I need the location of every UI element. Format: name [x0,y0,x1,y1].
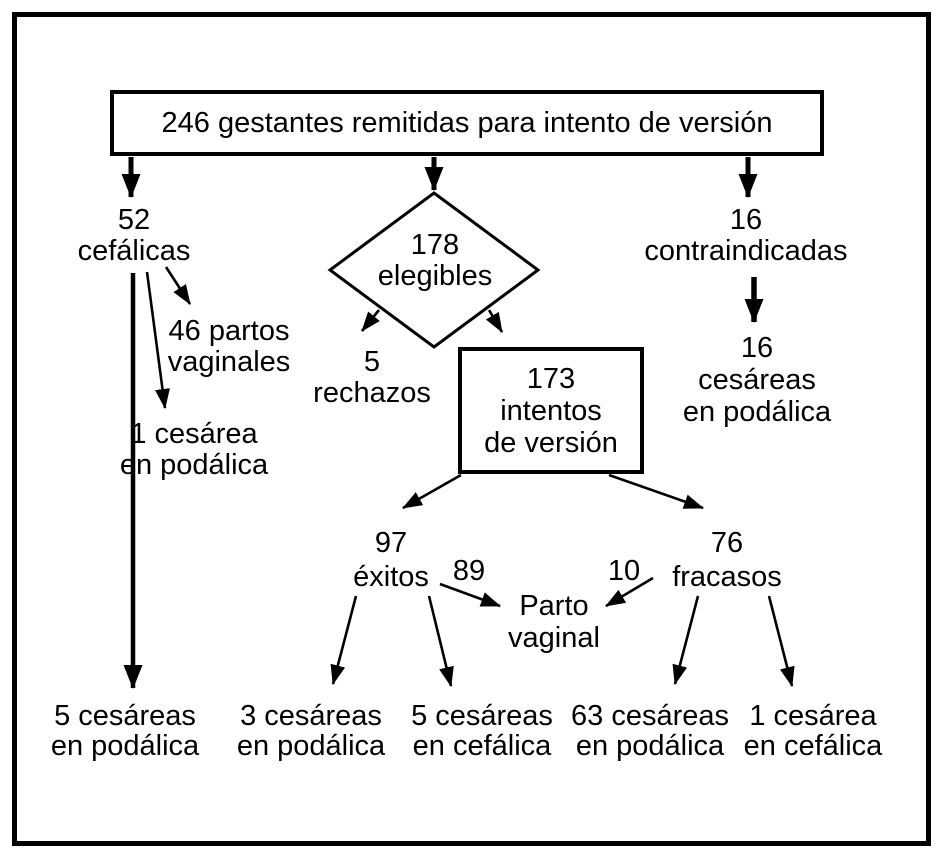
node-line: Parto [519,590,589,622]
node-line: éxitos [353,561,429,593]
root-box-label: 246 gestantes remitidas para intento de … [161,107,773,139]
arrow-fracasos-to-parto-vaginal [605,576,654,608]
intentos-box: 173 intentos de versión [458,347,644,474]
arrow-exitos-to-cesareas-cefalica [427,595,454,687]
node-cesareas-podalica-5: 5 cesáreas en podálica [51,701,199,761]
root-box: 246 gestantes remitidas para intento de … [110,90,824,156]
node-line: 1 cesárea [749,700,877,732]
decision-diamond-elegibles [327,191,541,349]
label-89: 89 [453,556,485,587]
node-exitos: 97 éxitos [353,526,429,594]
node-line: en cefálica [412,730,552,762]
node-line: en podálica [50,730,200,762]
node-line: en podálica [236,730,386,762]
arrow-exitos-to-cesareas-podalica [330,595,358,685]
node-line: 16 [740,332,774,364]
node-line: 89 [452,555,486,587]
node-cesareas-cefalica-5: 5 cesáreas en cefálica [411,701,553,761]
node-line: elegibles [377,260,493,292]
node-line: 76 [710,527,744,559]
node-line: de versión [484,426,618,459]
node-partos-vaginales: 46 partos vaginales [168,316,291,378]
arrow-intentos-to-exitos [402,473,462,510]
node-contraindicadas: 16 contraindicadas [644,205,847,267]
node-line: en cefálica [743,730,883,762]
node-line: vaginales [167,346,291,378]
node-cefalicas: 52 cefálicas [78,205,191,267]
node-line: 63 cesáreas [571,700,729,732]
node-line: 5 cesáreas [411,700,553,732]
node-elegibles: 178 elegibles [378,230,492,292]
node-line: fracasos [672,561,782,593]
arrow-intentos-to-fracasos [608,473,704,510]
node-line: cefálicas [77,235,191,267]
node-line: 46 partos [168,315,290,347]
label-10: 10 [608,556,640,587]
node-line: 173 [526,362,576,395]
arrow-fracasos-to-cesarea-cefalica [767,595,795,687]
arrow-fracasos-to-cesareas-podalica [672,595,700,685]
node-line: 5 [363,346,381,378]
arrow-cefalicas-to-partos-vaginales [164,266,192,305]
node-cesarea-cefalica-1: 1 cesárea en cefálica [744,701,883,761]
node-line: 16 [729,204,763,236]
node-parto-vaginal: Parto vaginal [508,590,600,654]
node-fracasos: 76 fracasos [672,526,782,594]
node-rechazos: 5 rechazos [313,347,431,409]
node-line: vaginal [508,622,600,654]
node-line: 10 [607,555,641,587]
node-line: en podálica [119,449,269,481]
node-line: 178 [410,229,460,261]
node-line: 52 [117,204,151,236]
node-line: cesáreas [698,364,816,396]
arrow-exitos-to-parto-vaginal [439,582,501,608]
arrow-cefalicas-to-cesarea-podalica [145,271,170,409]
node-cesareas-podalica-63: 63 cesáreas en podálica [571,701,729,761]
figure-border [12,12,931,846]
node-cesarea-podalica-cefalicas: 1 cesárea en podálica [120,419,268,481]
arrow-elegibles-to-rechazos [360,309,381,332]
arrow-elegibles-to-intentos [485,309,504,333]
node-cesareas-podalica-contraindicadas: 16 cesáreas en podálica [683,332,831,428]
node-line: 97 [374,527,408,559]
node-line: en podálica [575,730,725,762]
node-line: contraindicadas [644,235,848,267]
node-cesareas-podalica-3: 3 cesáreas en podálica [237,701,385,761]
node-line: 1 cesárea [130,418,258,450]
node-line: intentos [500,394,602,427]
node-line: 5 cesáreas [54,700,196,732]
node-line: rechazos [313,377,431,409]
node-line: 3 cesáreas [240,700,382,732]
node-line: en podálica [682,396,832,428]
